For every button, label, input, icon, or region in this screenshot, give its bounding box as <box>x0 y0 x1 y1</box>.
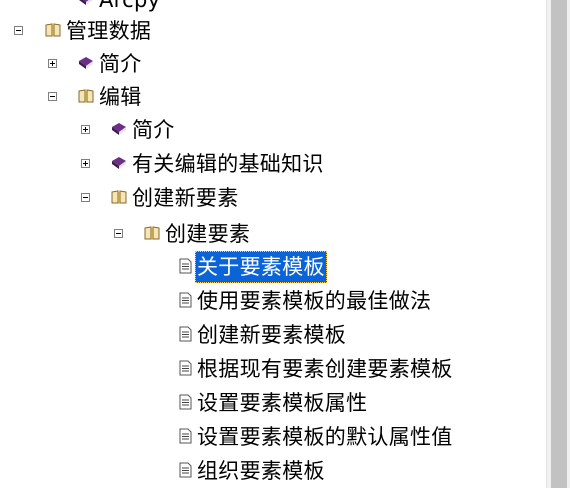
tree-item-label: 关于要素模板 <box>195 251 327 283</box>
tree-item-label: 管理数据 <box>66 19 152 43</box>
tree-item-about-feature-templates[interactable]: 关于要素模板 <box>0 251 546 283</box>
tree-item-organize-templates[interactable]: 组织要素模板 <box>0 455 546 487</box>
tree-item-arcpy[interactable]: Arcpy <box>0 0 546 16</box>
book-open-icon <box>78 89 94 103</box>
book-open-icon <box>45 23 61 37</box>
tree-item-label: 根据现有要素创建要素模板 <box>197 357 453 381</box>
tree-item-template-from-existing[interactable]: 根据现有要素创建要素模板 <box>0 353 546 385</box>
tree-item-label: 简介 <box>132 118 175 142</box>
tree-item-label: 设置要素模板的默认属性值 <box>197 425 453 449</box>
tree-item-manage-data[interactable]: 管理数据 <box>0 15 546 47</box>
collapse-toggle[interactable] <box>48 92 57 101</box>
page-icon <box>179 394 192 410</box>
expand-toggle[interactable] <box>81 159 90 168</box>
page-icon <box>179 258 192 274</box>
page-icon <box>179 462 192 478</box>
tree-item-create-new-template[interactable]: 创建新要素模板 <box>0 319 546 351</box>
tree-item-label: 创建新要素模板 <box>197 323 347 347</box>
page-icon <box>179 326 192 342</box>
tree-item-intro[interactable]: 简介 <box>0 48 546 80</box>
tree-item-editing-intro[interactable]: 简介 <box>0 114 546 146</box>
tree-item-label: 设置要素模板属性 <box>197 391 368 415</box>
scrollbar-thumb[interactable] <box>551 0 567 488</box>
collapse-toggle[interactable] <box>14 26 23 35</box>
tree-item-best-practices[interactable]: 使用要素模板的最佳做法 <box>0 285 546 317</box>
tree-item-set-template-properties[interactable]: 设置要素模板属性 <box>0 387 546 419</box>
tree-item-editing[interactable]: 编辑 <box>0 81 546 113</box>
tree-item-editing-basics[interactable]: 有关编辑的基础知识 <box>0 148 546 180</box>
tree-item-default-attribute-values[interactable]: 设置要素模板的默认属性值 <box>0 421 546 453</box>
vertical-scrollbar[interactable] <box>546 0 570 488</box>
book-closed-icon <box>112 157 126 169</box>
tree-item-label: 组织要素模板 <box>197 459 325 483</box>
collapse-toggle[interactable] <box>114 229 123 238</box>
expand-toggle[interactable] <box>48 59 57 68</box>
help-contents-tree: Arcpy 管理数据 简介 编辑 <box>0 0 546 487</box>
tree-item-create-new-features[interactable]: 创建新要素 <box>0 182 546 214</box>
tree-item-label: Arcpy <box>99 0 161 12</box>
tree-item-label: 创建新要素 <box>132 186 239 210</box>
book-closed-icon <box>112 123 126 135</box>
book-open-icon <box>111 190 127 204</box>
expand-toggle[interactable] <box>81 125 90 134</box>
page-icon <box>179 428 192 444</box>
tree-item-create-features[interactable]: 创建要素 <box>0 218 546 250</box>
page-icon <box>179 360 192 376</box>
book-open-icon <box>144 226 160 240</box>
book-closed-icon <box>79 57 93 69</box>
tree-item-label: 编辑 <box>99 85 142 109</box>
tree-item-label: 创建要素 <box>165 222 251 246</box>
collapse-toggle[interactable] <box>81 193 90 202</box>
book-closed-icon <box>79 0 93 5</box>
page-icon <box>179 292 192 308</box>
tree-item-label: 使用要素模板的最佳做法 <box>197 289 432 313</box>
tree-item-label: 简介 <box>99 52 142 76</box>
tree-item-label: 有关编辑的基础知识 <box>132 152 324 176</box>
